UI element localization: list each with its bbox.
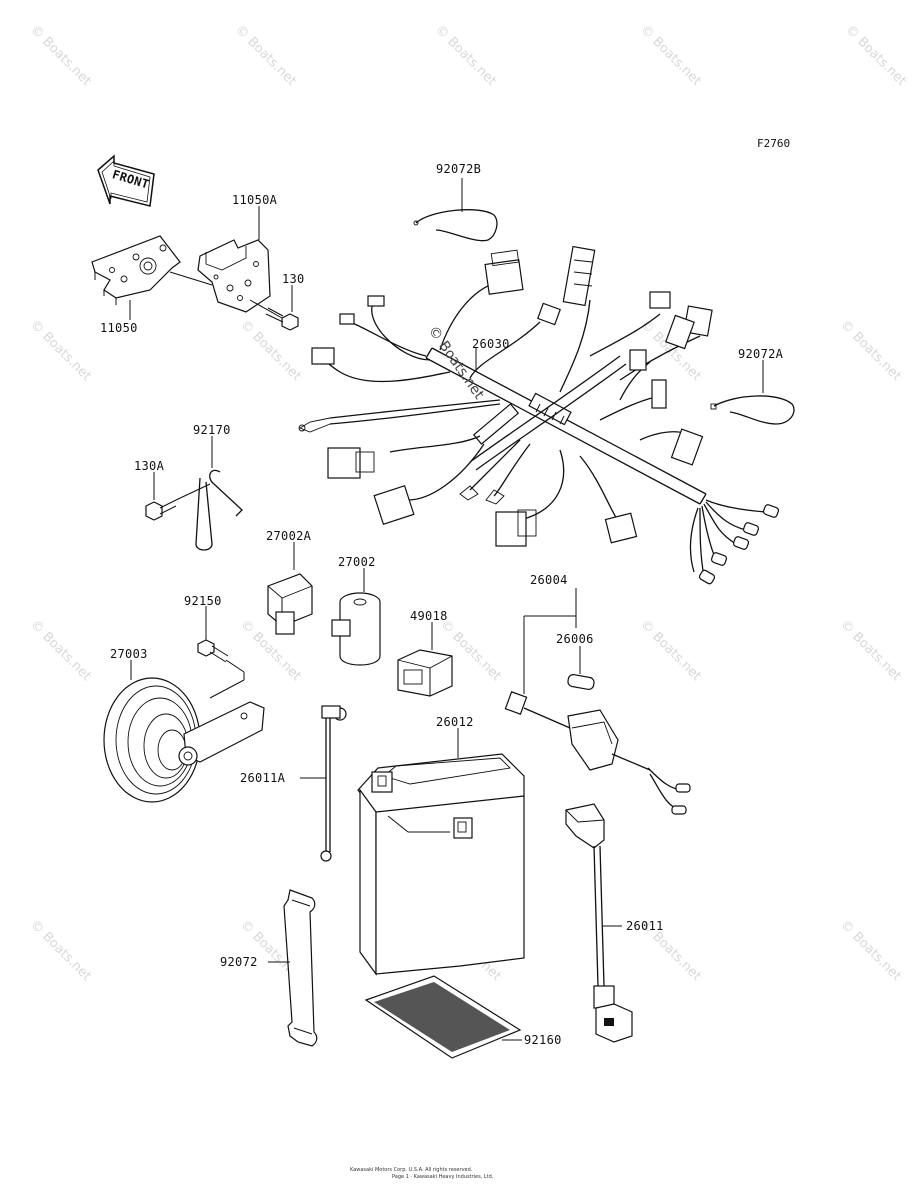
part-label-26011: 26011 (626, 919, 664, 933)
band-92072a-drawing (710, 395, 795, 425)
connector-49018-drawing (397, 649, 453, 697)
part-label-49018: 49018 (410, 609, 448, 623)
bolt-92150-drawing (197, 639, 245, 699)
relay-27002a-drawing (267, 573, 313, 635)
part-label-92072a: 92072A (738, 347, 784, 361)
part-label-26011a: 26011A (240, 771, 286, 785)
clip-92170-drawing (195, 469, 243, 551)
part-label-130: 130 (282, 272, 305, 286)
bracket-11050a-drawing (169, 239, 271, 313)
part-label-27003: 27003 (110, 647, 148, 661)
figure-code: F2760 (757, 137, 790, 150)
part-label-92150: 92150 (184, 594, 222, 608)
watermark: © Boats.net (432, 22, 499, 89)
watermark: © Boats.net (27, 917, 94, 984)
watermark: © Boats.net (837, 317, 904, 384)
part-label-130a: 130A (134, 459, 165, 473)
cable-26011-drawing (565, 803, 633, 1043)
pad-92160-drawing (364, 975, 522, 1059)
part-label-27002: 27002 (338, 555, 376, 569)
part-label-26006: 26006 (556, 632, 594, 646)
part-label-26004: 26004 (530, 573, 568, 587)
watermark: © Boats.net (637, 617, 704, 684)
horn-27003-drawing (103, 677, 265, 803)
watermark: © Boats.net (837, 917, 904, 984)
watermark: © Boats.net (232, 22, 299, 89)
watermark: © Boats.net (637, 22, 704, 89)
part-label-11050: 11050 (100, 321, 138, 335)
part-label-92072: 92072 (220, 955, 258, 969)
bracket-11050-drawing (91, 235, 181, 305)
footer: Kawasaki Motors Corp. U.S.A. All rights … (350, 1167, 494, 1180)
footer-line-1: Kawasaki Motors Corp. U.S.A. All rights … (350, 1167, 473, 1173)
part-label-27002a: 27002A (266, 529, 312, 543)
bolt-130a-drawing (145, 483, 211, 521)
part-labels: 92072B 11050A 130 11050 26030 92072A 921… (100, 162, 784, 1047)
part-label-26012: 26012 (436, 715, 474, 729)
flasher-27002-drawing (331, 592, 381, 666)
part-label-11050a: 11050A (232, 193, 278, 207)
battery-26012-drawing (357, 753, 525, 976)
wiring-harness-26030-drawing (298, 245, 780, 585)
part-label-92072b: 92072B (436, 162, 481, 176)
front-arrow-icon: FRONT (97, 154, 155, 207)
part-label-92160: 92160 (524, 1033, 562, 1047)
band-92072b-drawing (413, 209, 498, 242)
watermark: © Boats.net (27, 617, 94, 684)
cable-26011a-drawing (320, 705, 347, 862)
watermark: © Boats.net (27, 22, 94, 89)
watermark: © Boats.net (27, 317, 94, 384)
bolt-130-drawing (249, 299, 299, 331)
part-label-92170: 92170 (193, 423, 231, 437)
footer-line-2: Page 1 · Kawasaki Heavy Industries, Ltd. (392, 1174, 494, 1180)
watermark: © Boats.net (837, 617, 904, 684)
strap-92072-drawing (283, 889, 318, 1047)
regulator-26004-drawing (504, 691, 691, 815)
watermark: © Boats.net (842, 22, 909, 89)
fuse-26006-drawing (567, 674, 595, 690)
part-label-26030: 26030 (472, 337, 510, 351)
leader-lines (129, 178, 764, 1041)
